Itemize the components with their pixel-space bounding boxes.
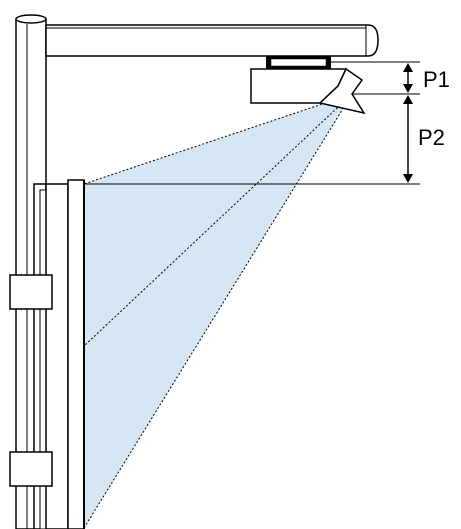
mounting-arm bbox=[45, 24, 379, 57]
beam-center-line bbox=[83, 93, 353, 347]
wall-board bbox=[33, 179, 85, 529]
p2-dimension-arrow bbox=[403, 95, 413, 183]
pole-clamp-lower bbox=[9, 451, 53, 487]
pole-clamp-upper bbox=[9, 274, 53, 310]
p1-label: P1 bbox=[423, 67, 450, 92]
beam-edge-top bbox=[83, 93, 353, 185]
projection-beam bbox=[84, 94, 352, 528]
p1-dimension-arrow bbox=[403, 63, 413, 93]
beam-edge-bottom bbox=[83, 93, 353, 529]
projector-body bbox=[250, 67, 366, 115]
p2-label: P2 bbox=[418, 125, 445, 150]
projector-bracket bbox=[266, 56, 331, 69]
